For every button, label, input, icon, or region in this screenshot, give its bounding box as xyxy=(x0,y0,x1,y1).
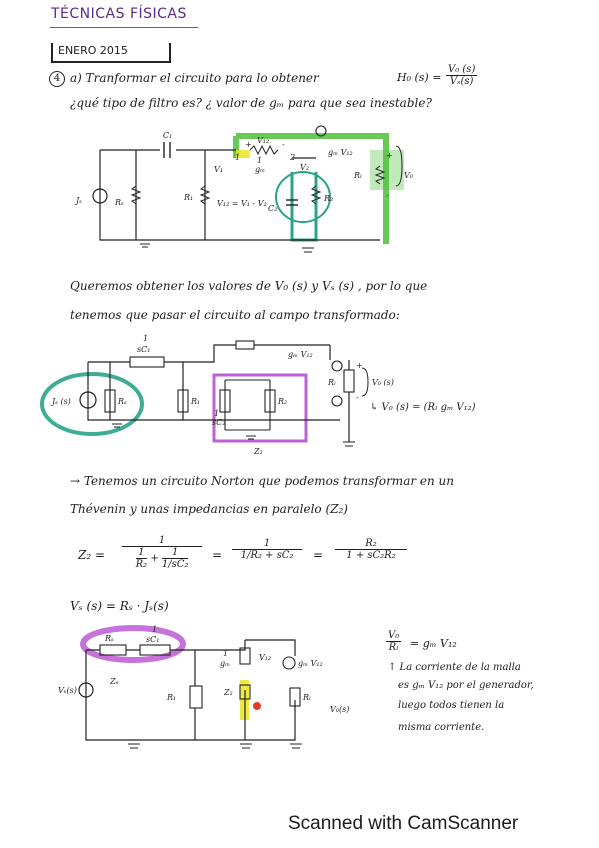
label-node-1: 1 xyxy=(235,153,240,162)
eq-frac-1-den: 1 R₂ + 1 1/sC₂ xyxy=(122,547,202,570)
c3-label-rl: Rₗ xyxy=(302,693,311,702)
c3-label-gm: gₘ xyxy=(220,659,230,668)
notes-frac-num: V₀ xyxy=(386,630,402,642)
scanner-watermark: Scanned with CamScanner xyxy=(288,813,519,834)
c3-label-ze: Zₑ xyxy=(109,677,119,686)
label-gm-v12: gₘ V₁₂ xyxy=(328,148,353,157)
eq-frac-2-den: 1/R₂ + sC₂ xyxy=(240,550,294,561)
eq-frac-3-num: R₂ xyxy=(335,538,407,550)
eq-equals-2: = xyxy=(313,548,324,562)
c3-label-z2: Z₂ xyxy=(223,688,233,697)
title-underline xyxy=(50,27,198,28)
c2-label-r2: R₂ xyxy=(277,397,287,406)
c2-label-z2: Z₂ xyxy=(253,447,263,456)
c2-label-plus: + xyxy=(356,361,363,370)
date-box xyxy=(51,43,171,63)
c3-label-sc1: sC₁ xyxy=(146,635,159,644)
vs-equation: Vₛ (s) = Rₛ · Jₛ(s) xyxy=(70,599,169,613)
c3-label-vs: Vₛ(s) xyxy=(58,686,77,695)
c3-label-one-b: 1 xyxy=(223,649,228,658)
notes-fraction: V₀ Rₗ xyxy=(386,630,402,653)
page-title: TÉCNICAS FÍSICAS xyxy=(51,6,187,22)
label-rs: Rₛ xyxy=(114,198,124,207)
eq-sub-a-den: R₂ xyxy=(135,559,148,570)
c2-label-gm-v12: gₘ V₁₂ xyxy=(288,350,313,359)
c2-label-rl: Rₗ xyxy=(327,378,336,387)
label-minus-out: - xyxy=(386,191,389,200)
text2-line2: Thévenin y unas impedancias en paralelo … xyxy=(70,502,348,516)
notes-frac-den: Rₗ xyxy=(388,642,399,653)
label-r1: R₁ xyxy=(183,193,193,202)
label-v12: V₁₂ xyxy=(257,136,269,145)
v0-result: ↳ V₀ (s) = (Rₗ gₘ V₁₂) xyxy=(370,402,476,413)
text1-line1: Queremos obtener los valores de V₀ (s) y… xyxy=(70,279,428,293)
label-v0: V₀ xyxy=(404,171,414,180)
note-line-2: es gₘ V₁₂ por el generador, xyxy=(398,680,534,691)
eq-plus: + xyxy=(150,553,159,564)
c2-label-rs: Rₛ xyxy=(117,397,127,406)
c3-label-rs: Rₛ xyxy=(104,634,114,643)
label-c1: C₁ xyxy=(163,131,172,140)
c3-label-v12: V₁₂ xyxy=(259,653,271,662)
eq-frac-2-num: 1 xyxy=(232,538,302,550)
eq-frac-3-den: 1 + sC₂R₂ xyxy=(346,550,396,561)
notes-frac-rhs: = gₘ V₁₂ xyxy=(410,637,457,650)
eq-equals-1: = xyxy=(212,548,223,562)
c2-label-v0: V₀ (s) xyxy=(372,378,394,387)
problem-line-1: a) Tranformar el circuito para lo obtene… xyxy=(70,71,319,85)
eq-frac-3: R₂ 1 + sC₂R₂ xyxy=(335,538,407,561)
c3-label-gm-v12: gₘ V₁₂ xyxy=(298,659,323,668)
text1-line2: tenemos que pasar el circuito al campo t… xyxy=(70,308,400,322)
c3-label-r1: R₁ xyxy=(166,693,176,702)
label-r2: R₂ xyxy=(323,194,333,203)
c3-label-v0: V₀(s) xyxy=(330,705,349,714)
c3-label-one: 1 xyxy=(152,625,157,634)
label-js: Jₛ xyxy=(74,196,82,205)
c2-label-sc1: sC₁ xyxy=(137,345,150,354)
note-line-4: misma corriente. xyxy=(398,722,485,733)
problem-number-circle: 4 xyxy=(49,71,65,87)
label-minus-1: - xyxy=(282,140,285,149)
c2-label-one: 1 xyxy=(143,334,148,343)
label-rl: Rₗ xyxy=(353,171,362,180)
transfer-fn-numerator: V₀ (s) xyxy=(446,64,478,76)
eq-sub-b-den: 1/sC₂ xyxy=(161,559,189,570)
problem-line-2: ¿qué tipo de filtro es? ¿ valor de gₘ pa… xyxy=(70,96,432,110)
label-node-2: 2 xyxy=(289,153,295,162)
eq-sub-b-num: 1 xyxy=(161,547,189,559)
transfer-fn-fraction: V₀ (s) Vₛ(s) xyxy=(446,64,478,87)
eq-frac-1-num: 1 xyxy=(122,535,202,547)
c2-label-minus: - xyxy=(356,393,359,402)
note-line-3: luego todos tienen la xyxy=(398,700,505,711)
label-v2: V₂ xyxy=(300,163,309,172)
label-plus-out: + xyxy=(386,151,393,160)
label-plus-1: + xyxy=(245,140,252,149)
label-c2: C₂ xyxy=(268,204,277,213)
label-v1: V₁ xyxy=(214,165,223,174)
c2-label-one-b: 1 xyxy=(214,409,219,418)
problem-number: 4 xyxy=(49,70,65,87)
text2-line1: → Tenemos un circuito Norton que podemos… xyxy=(70,474,454,488)
c2-label-r1: R₁ xyxy=(190,397,200,406)
eq-sub-a-num: 1 xyxy=(135,547,148,559)
eq-frac-2: 1 1/R₂ + sC₂ xyxy=(232,538,302,561)
label-v12-eq: V₁₂ = V₁ - V₂ xyxy=(217,199,267,208)
eq-frac-1: 1 1 R₂ + 1 1/sC₂ xyxy=(122,535,202,570)
c2-label-js: Jₛ (s) xyxy=(50,397,71,406)
transfer-fn-denominator: Vₛ(s) xyxy=(449,76,474,87)
label-gm: gₘ xyxy=(255,165,265,174)
transfer-fn-label: H₀ (s) = xyxy=(397,71,442,84)
date-label: ENERO 2015 xyxy=(58,44,128,57)
label-one: 1 xyxy=(257,156,262,165)
c2-label-sc2: sC₂ xyxy=(212,418,225,427)
note-line-1: ↑ La corriente de la malla xyxy=(388,662,521,673)
eq-lhs: Z₂ = xyxy=(78,548,106,562)
